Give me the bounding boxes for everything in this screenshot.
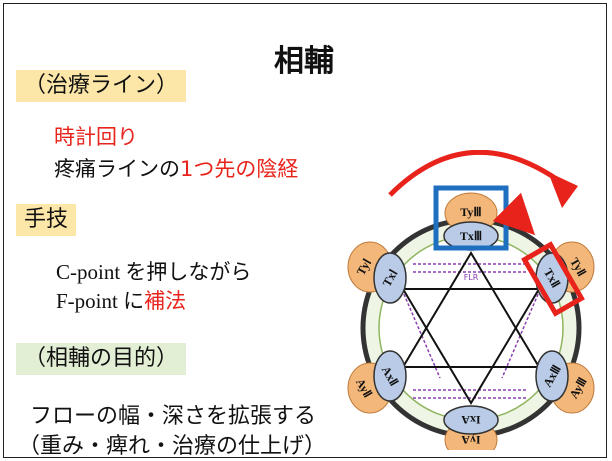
flr-label: FLR bbox=[464, 273, 479, 282]
treatment-line-heading: （治療ライン） bbox=[16, 70, 187, 102]
treatment-line-desc: 疼痛ラインの1つ先の陰経 bbox=[54, 153, 298, 183]
technique-part: F-point に bbox=[56, 289, 145, 313]
hexagram bbox=[401, 251, 541, 405]
node-label: TxⅢ bbox=[460, 229, 482, 243]
clockwise-arrow bbox=[388, 150, 567, 197]
technique-red-part: 補法 bbox=[144, 289, 187, 313]
technique-line1: C-point を押しながら bbox=[56, 260, 252, 284]
flow-arrows bbox=[399, 263, 543, 399]
node-label: IxA bbox=[461, 413, 481, 427]
desc-part: 疼痛ラインの bbox=[54, 157, 180, 181]
small-red-arrow bbox=[492, 192, 536, 236]
meridian-diagram: FLR TyⅢ TxⅢ TyⅡ TxⅡ AyⅢ AxⅢ IyA IxA AyⅡ … bbox=[347, 150, 595, 450]
purpose-line1: フローの幅・深さを拡張する bbox=[30, 404, 317, 429]
node-label: TyⅢ bbox=[460, 205, 481, 219]
desc-red-part: 1つ先の陰経 bbox=[180, 157, 299, 181]
f-point-highlight bbox=[521, 241, 585, 317]
purpose-heading: （相輔の目的） bbox=[16, 343, 187, 375]
technique-line2: F-point に補法 bbox=[56, 285, 186, 315]
slide-title: 相輔 bbox=[274, 44, 334, 79]
purpose-line2: （重み・痺れ・治療の仕上げ） bbox=[18, 434, 327, 459]
technique-heading: 手技 bbox=[16, 204, 77, 236]
node-label: IyA bbox=[461, 433, 481, 447]
clockwise-arrowhead bbox=[548, 172, 578, 208]
clockwise-text: 時計回り bbox=[54, 125, 138, 149]
